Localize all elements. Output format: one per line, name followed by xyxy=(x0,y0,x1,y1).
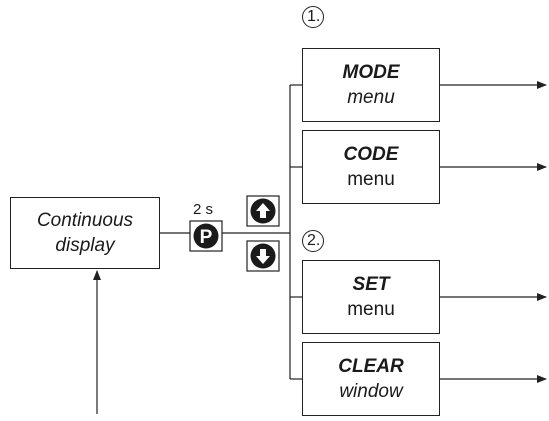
down-arrow-button-icon xyxy=(246,240,280,272)
set-menu-title: SET xyxy=(352,274,390,295)
continuous-display-box: Continuous display xyxy=(10,197,160,269)
p-button-icon: P xyxy=(189,220,223,252)
code-menu-subtitle: menu xyxy=(347,169,395,190)
marker-circle-1 xyxy=(302,6,324,28)
continuous-display-line1: Continuous xyxy=(36,210,134,231)
mode-menu-subtitle: menu xyxy=(347,87,395,108)
marker-circle-2 xyxy=(302,230,324,252)
code-menu-title: CODE xyxy=(343,144,399,165)
clear-window-subtitle: window xyxy=(339,381,403,402)
code-menu-box: CODE menu xyxy=(302,130,440,204)
mode-menu-title: MODE xyxy=(342,62,400,83)
set-menu-subtitle: menu xyxy=(347,299,395,320)
set-menu-box: SET menu xyxy=(302,260,440,334)
svg-text:P: P xyxy=(200,227,213,248)
group-marker-1: 1. xyxy=(307,8,321,25)
mode-menu-box: MODE menu xyxy=(302,48,440,122)
clear-window-box: CLEAR window xyxy=(302,342,440,416)
continuous-display-line2: display xyxy=(55,235,115,256)
timing-label: 2 s xyxy=(193,201,214,218)
clear-window-title: CLEAR xyxy=(338,356,404,377)
group-marker-2: 2. xyxy=(307,232,321,249)
up-arrow-button-icon xyxy=(246,195,280,227)
